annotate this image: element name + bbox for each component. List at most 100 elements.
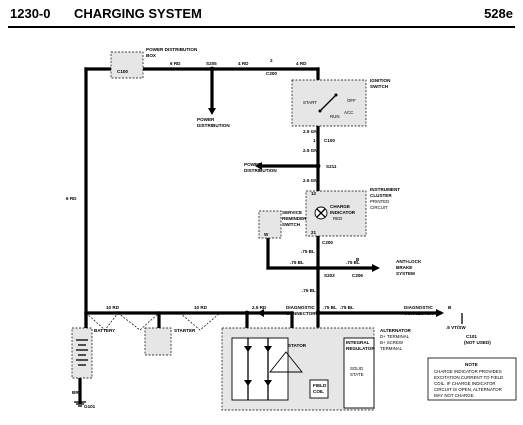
svg-text:10 RD: 10 RD [106, 305, 120, 310]
svg-text:STATE: STATE [350, 372, 364, 377]
svg-text:OFF: OFF [347, 98, 356, 103]
alternator: STATOR FIELD COIL INTEGRAL REGULATOR SOL… [221, 327, 375, 411]
svg-text:C200: C200 [266, 71, 277, 76]
svg-text:10 RD: 10 RD [194, 305, 208, 310]
svg-text:SYSTEM: SYSTEM [396, 271, 415, 276]
instrument-cluster: INSTRUMENT CLUSTER PRINTED CIRCUIT 12 CH… [305, 187, 400, 237]
power-distribution-label: POWER DISTRIBUTION [197, 117, 230, 128]
power-distribution-box: POWER DISTRIBUTION BOX C100 [110, 47, 198, 79]
svg-text:DISTRIBUTION: DISTRIBUTION [244, 168, 277, 173]
svg-text:SERVICE: SERVICE [282, 210, 302, 215]
svg-text:.75 BL: .75 BL [346, 260, 360, 265]
svg-text:.75 BL: .75 BL [301, 249, 315, 254]
svg-text:NOTE: NOTE [465, 362, 478, 367]
svg-text:STATOR: STATOR [288, 343, 307, 348]
svg-text:IGNITION: IGNITION [370, 78, 391, 83]
svg-text:REMINDER: REMINDER [282, 216, 307, 221]
svg-text:SWITCH: SWITCH [370, 84, 389, 89]
svg-text:S211: S211 [326, 164, 337, 169]
svg-text:C206: C206 [352, 273, 363, 278]
svg-text:DISTRIBUTION: DISTRIBUTION [197, 123, 230, 128]
svg-text:.75 BL: .75 BL [302, 288, 316, 293]
battery: BATTERY BR G101 [71, 327, 115, 409]
svg-text:START: START [303, 100, 317, 105]
svg-text:RED: RED [333, 216, 342, 221]
header-rule [8, 26, 515, 28]
svg-text:B: B [356, 257, 360, 262]
svg-text:C100: C100 [324, 138, 335, 143]
svg-text:POWER DISTRIBUTION: POWER DISTRIBUTION [146, 47, 198, 52]
svg-text:G101: G101 [84, 404, 96, 409]
svg-text:2.5 GN: 2.5 GN [303, 178, 318, 183]
svg-text:.75 BL: .75 BL [290, 260, 304, 265]
svg-text:C200: C200 [322, 240, 333, 245]
svg-text:.75 BL: .75 BL [323, 305, 337, 310]
svg-text:BATTERY: BATTERY [94, 328, 115, 333]
svg-text:CONNECTOR: CONNECTOR [286, 311, 316, 316]
anti-lock-brake-label: ANTI-LOCK BRAKE SYSTEM [396, 259, 422, 276]
svg-text:21: 21 [311, 230, 317, 235]
svg-text:FIELD: FIELD [313, 383, 327, 388]
svg-text:ANTI-LOCK: ANTI-LOCK [396, 259, 422, 264]
svg-text:CONNECTOR: CONNECTOR [404, 311, 434, 316]
svg-text:2.5 GN: 2.5 GN [303, 129, 318, 134]
svg-text:B+ SCREW: B+ SCREW [380, 340, 404, 345]
svg-text:BRAKE: BRAKE [396, 265, 412, 270]
ignition-switch: IGNITION SWITCH START OFF ACC RUN [291, 78, 391, 127]
svg-text:BOX: BOX [146, 53, 157, 58]
svg-text:INTEGRAL: INTEGRAL [346, 340, 370, 345]
svg-text:POWER: POWER [197, 117, 215, 122]
diagnostic-connector-1: DIAGNOSTIC CONNECTOR [286, 305, 316, 316]
model-label: 528e [484, 6, 513, 21]
svg-text:CIRCUIT: CIRCUIT [370, 205, 388, 210]
svg-text:EXCITATION CURRENT TO FIELD: EXCITATION CURRENT TO FIELD [434, 375, 503, 380]
svg-text:W: W [264, 232, 269, 237]
diagnostic-connector-2: DIAGNOSTIC CONNECTOR B [404, 305, 452, 316]
svg-text:S203: S203 [324, 273, 335, 278]
svg-text:COIL: COIL [313, 389, 324, 394]
svg-text:4 RD: 4 RD [238, 61, 249, 66]
svg-text:1: 1 [313, 138, 316, 143]
page-title: CHARGING SYSTEM [74, 6, 202, 21]
svg-text:2.5 RD: 2.5 RD [252, 305, 267, 310]
starter: STARTER [144, 327, 196, 356]
svg-text:CHARGE INDICATOR PROVIDES: CHARGE INDICATOR PROVIDES [434, 369, 502, 374]
svg-text:PRINTED: PRINTED [370, 199, 389, 204]
svg-text:MAY NOT CHARGE.: MAY NOT CHARGE. [434, 393, 475, 398]
svg-text:RUN: RUN [330, 114, 340, 119]
svg-text:SWITCH: SWITCH [282, 222, 301, 227]
svg-text:DIAGNOSTIC: DIAGNOSTIC [286, 305, 316, 310]
svg-text:C101: C101 [466, 334, 477, 339]
svg-text:6 RD: 6 RD [170, 61, 181, 66]
section-code: 1230-0 [10, 6, 51, 21]
svg-text:INSTRUMENT: INSTRUMENT [370, 187, 400, 192]
service-reminder-switch: SERVICE REMINDER SWITCH W [258, 210, 307, 239]
page-header: 1230-0 CHARGING SYSTEM 528e [0, 0, 523, 32]
svg-text:CLUSTER: CLUSTER [370, 193, 392, 198]
svg-text:COIL. IF CHARGE INDICATOR: COIL. IF CHARGE INDICATOR [434, 381, 496, 386]
svg-text:2: 2 [270, 58, 273, 63]
svg-text:2.5 GN: 2.5 GN [303, 148, 318, 153]
svg-text:.75 BL: .75 BL [340, 305, 354, 310]
svg-text:TERMINAL: TERMINAL [380, 346, 403, 351]
svg-text:CHARGE: CHARGE [330, 204, 350, 209]
svg-text:12: 12 [311, 191, 317, 196]
svg-text:S205: S205 [206, 61, 217, 66]
svg-text:D+ TERMINAL: D+ TERMINAL [380, 334, 410, 339]
svg-text:ALTERNATOR: ALTERNATOR [380, 328, 412, 333]
svg-text:STARTER: STARTER [174, 328, 196, 333]
alternator-label: ALTERNATOR D+ TERMINAL B+ SCREW TERMINAL [380, 328, 412, 351]
svg-text:6 RD: 6 RD [66, 196, 77, 201]
svg-text:REGULATOR: REGULATOR [346, 346, 375, 351]
svg-text:C100: C100 [117, 69, 128, 74]
svg-text:ACC: ACC [344, 110, 353, 115]
svg-text:POWER: POWER [244, 162, 262, 167]
svg-text:(NOT USED): (NOT USED) [464, 340, 491, 345]
svg-text:4 RD: 4 RD [296, 61, 307, 66]
svg-text:B: B [448, 305, 452, 310]
note-box: NOTE CHARGE INDICATOR PROVIDES EXCITATIO… [427, 357, 517, 401]
svg-text:BR: BR [72, 390, 79, 395]
c101-connector: .5 VT/SW C101 (NOT USED) [446, 325, 491, 345]
svg-text:CIRCUIT IS OPEN, ALTERNATOR: CIRCUIT IS OPEN, ALTERNATOR [434, 387, 502, 392]
